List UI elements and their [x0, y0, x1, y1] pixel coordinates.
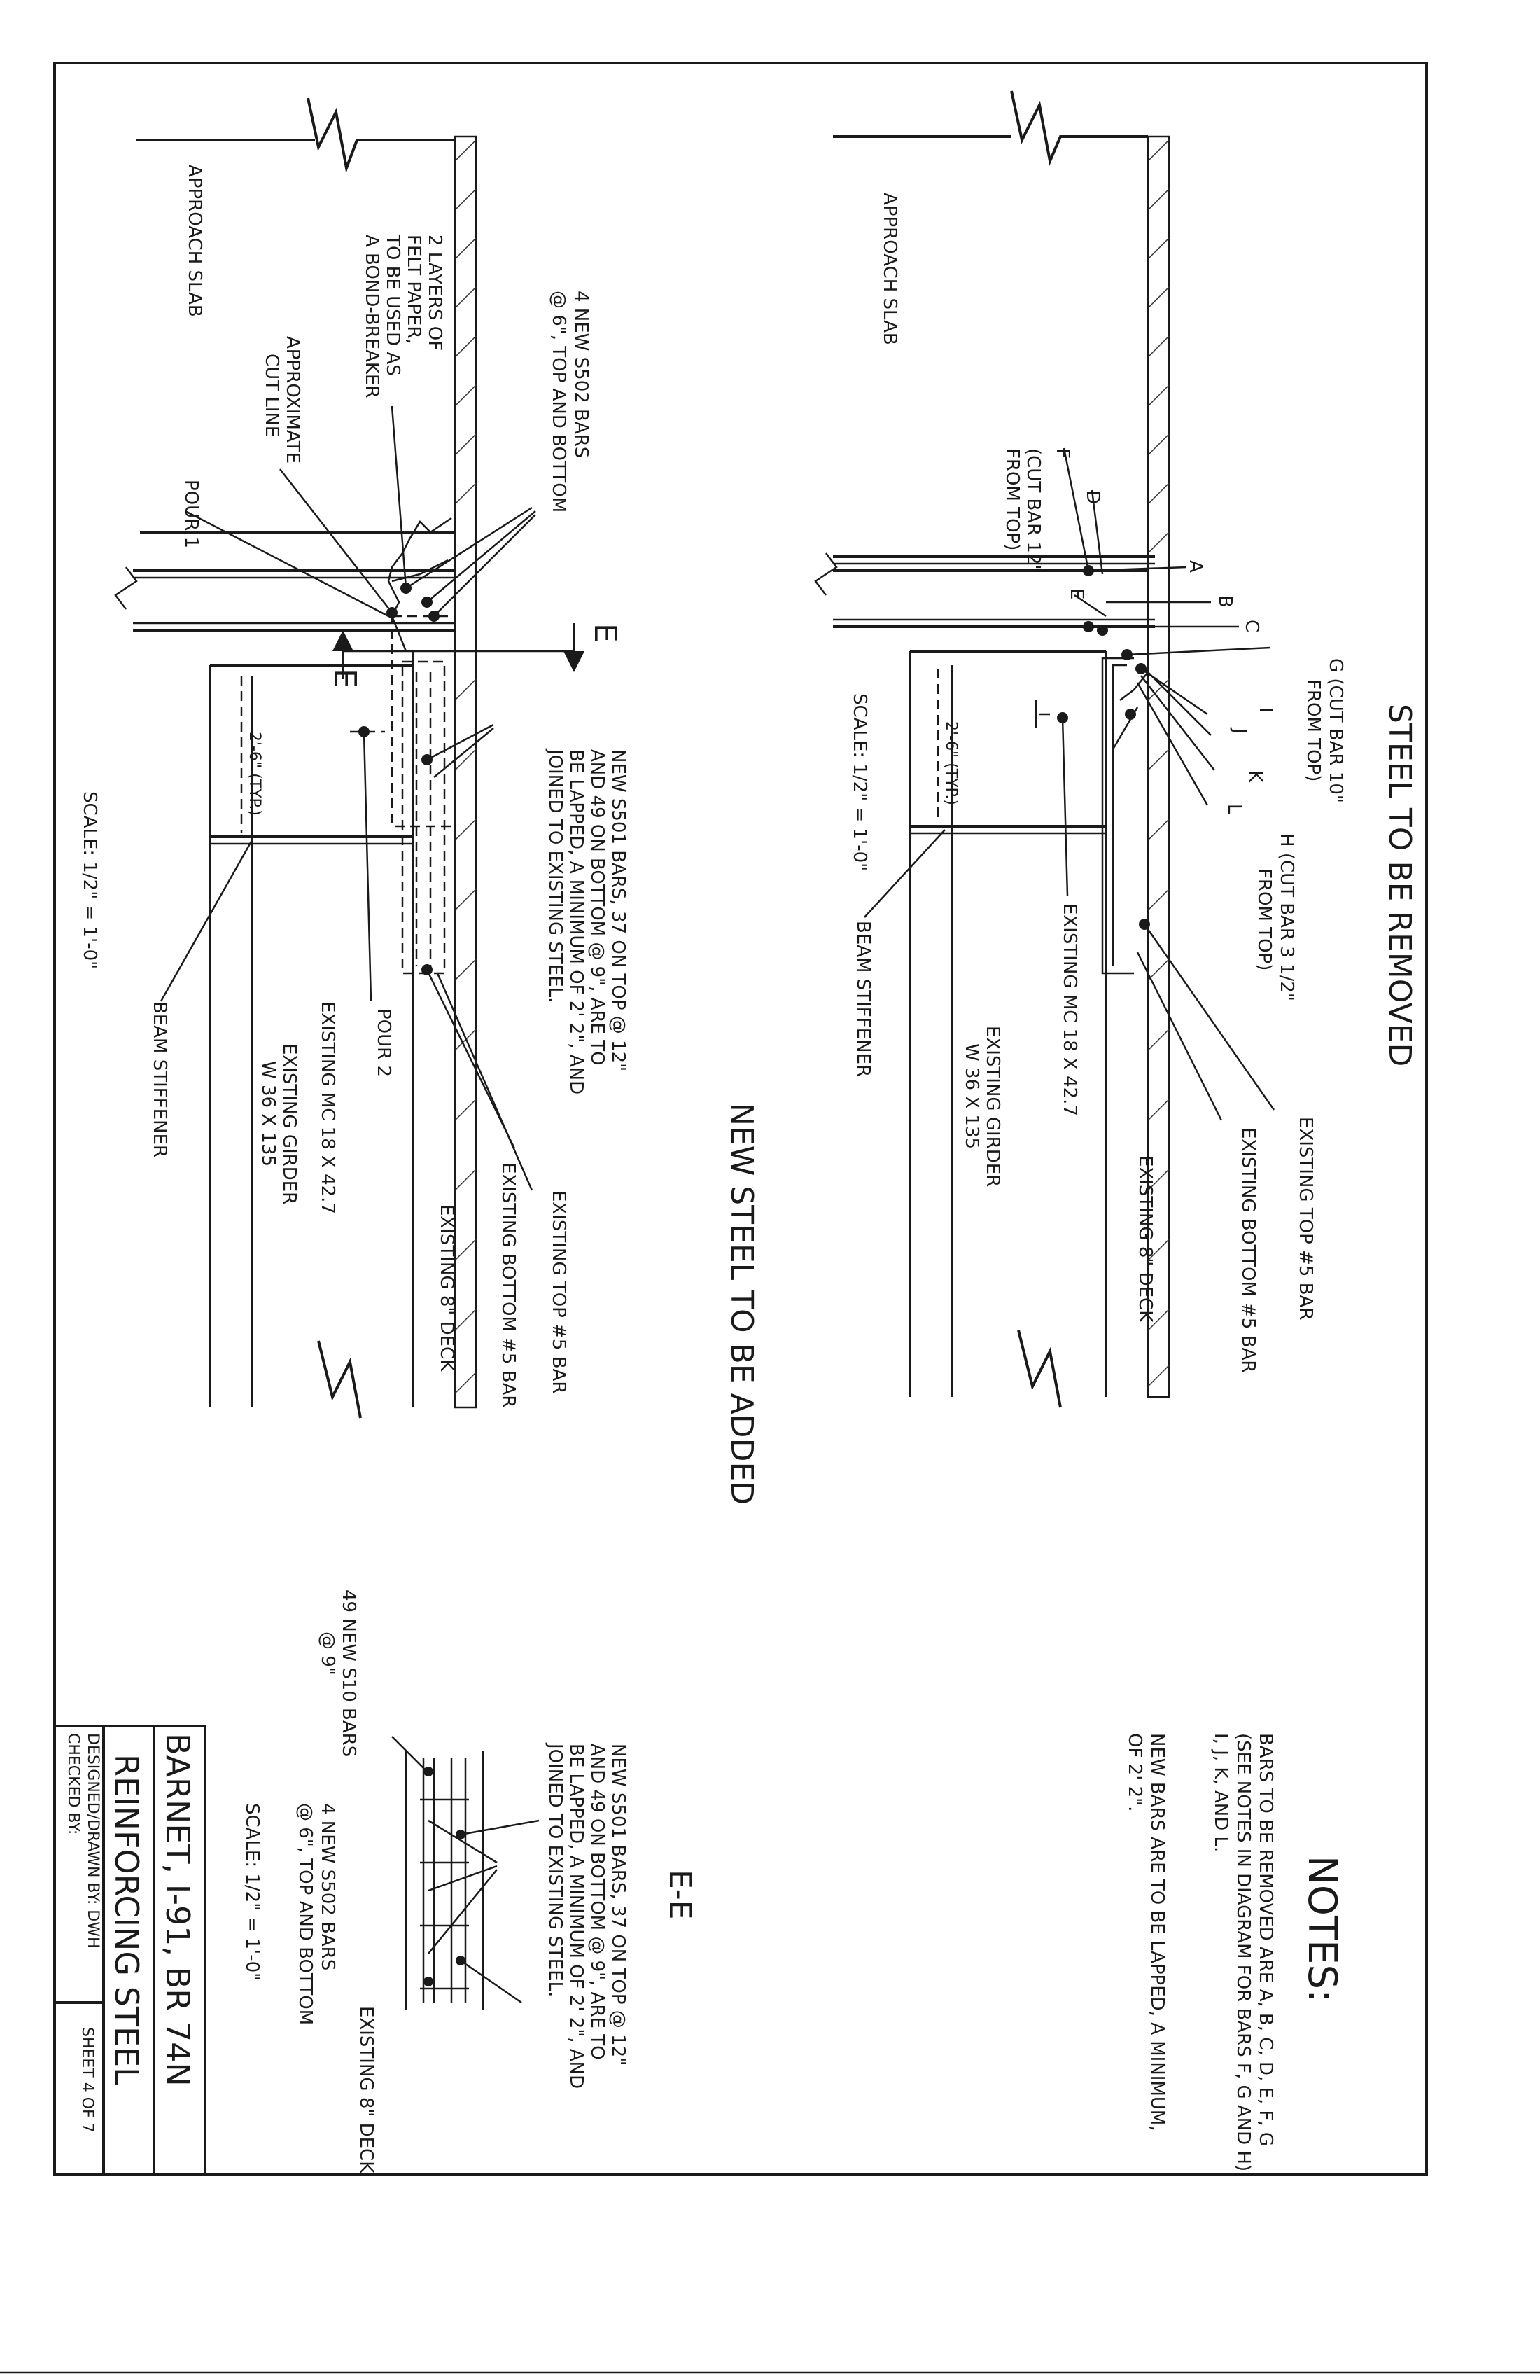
bot-cut-line-2: CUT LINE [261, 354, 282, 437]
title-block [53, 1725, 206, 2176]
bot-existing-mc: EXISTING MC 18 X 42.7 [317, 1001, 338, 1214]
bot-section-mark-top: E [587, 623, 623, 643]
top-approach-slab: APPROACH SLAB [879, 193, 900, 345]
ee-s501-4: JOINED TO EXISTING STEEL. [545, 1742, 566, 1997]
top-bar-d: D [1082, 490, 1103, 504]
bot-s502-2: @ 6", TOP AND BOTTOM [548, 291, 569, 513]
top-bar-l: L [1224, 804, 1245, 814]
ee-s501-3: BE LAPPED, A MINIMUM OF 2' 2", AND [566, 1744, 587, 2089]
bot-s501-2: AND 49 ON BOTTOM @ 9", ARE TO [587, 749, 608, 1066]
bot-existing-girder-1: EXISTING GIRDER [279, 1043, 300, 1204]
bot-existing-top-bar: EXISTING TOP #5 BAR [548, 1190, 569, 1393]
note-line-4: NEW BARS ARE TO BE LAPPED, A MINIMUM, [1147, 1733, 1168, 2131]
ee-s510-1: 49 NEW S10 BARS [338, 1589, 359, 1757]
bot-section-mark-bottom: E [327, 669, 363, 688]
top-bar-a: A [1185, 560, 1206, 573]
bot-s501-3: BE LAPPED, A MINIMUM OF 2' 2", AND [566, 749, 587, 1094]
top-bar-f-2: (CUT BAR 12" [1023, 448, 1044, 573]
top-bar-i: I [1255, 707, 1276, 713]
ee-s501-2: AND 49 ON BOTTOM @ 9", ARE TO [587, 1744, 608, 2060]
bot-existing-girder-2: W 36 X 135 [258, 1061, 279, 1167]
top-existing-girder-1: EXISTING GIRDER [982, 1026, 1003, 1187]
top-bar-f-1: F [1052, 448, 1073, 459]
ee-existing-deck: EXISTING 8" DECK [356, 2006, 377, 2173]
ee-s502-2: @ 6", TOP AND BOTTOM [295, 1803, 316, 2025]
bot-felt-2: FELT PAPER, [403, 235, 424, 345]
title-designed-by: DESIGNED/DRAWN BY: DWH [84, 1733, 102, 1948]
top-bar-h-1: H (CUT BAR 3 1/2" [1276, 833, 1297, 1001]
top-bar-g-1: G (CUT BAR 10" [1325, 658, 1346, 803]
top-beam-stiffener: BEAM STIFFENER [853, 921, 874, 1077]
ee-s510-2: @ 9" [317, 1631, 338, 1676]
top-bar-k: K [1245, 770, 1266, 783]
bot-beam-stiffener: BEAM STIFFENER [149, 1001, 170, 1157]
bottom-detail [114, 97, 584, 1419]
bot-s501-4: JOINED TO EXISTING STEEL. [545, 748, 566, 1003]
sheet-border [53, 62, 1428, 2176]
deck-hatch [1147, 139, 1170, 1387]
section-ee [391, 1736, 540, 2010]
top-bar-c: C [1241, 620, 1262, 632]
top-existing-girder-2: W 36 X 135 [961, 1043, 982, 1149]
title-drawing: REINFORCING STEEL [108, 1754, 146, 2085]
top-bar-e: E [1066, 588, 1087, 599]
title-sheet-number: SHEET 4 OF 7 [78, 2027, 96, 2133]
ee-scale: SCALE: 1/2" = 1'-0" [241, 1803, 262, 1981]
bot-scale: SCALE: 1/2" = 1'-0" [79, 791, 100, 969]
bot-felt-4: A BOND-BREAKER [361, 235, 382, 398]
bot-dim: 2'-6" (TYP.) [246, 732, 263, 816]
top-existing-top-bar: EXISTING TOP #5 BAR [1295, 1117, 1316, 1320]
bot-existing-bottom-bar: EXISTING BOTTOM #5 BAR [498, 1162, 519, 1407]
top-dim: 2'-6" (TYP.) [942, 721, 960, 805]
ee-s501-1: NEW S501 BARS, 37 ON TOP @ 12" [608, 1744, 629, 2066]
bot-pour-1: POUR 1 [181, 480, 202, 548]
top-bar-h-2: FROM TOP) [1254, 868, 1275, 970]
heading-steel-removed: STEEL TO BE REMOVED [1382, 704, 1418, 1066]
top-existing-mc: EXISTING MC 18 X 42.7 [1059, 903, 1080, 1116]
bot-felt-1: 2 LAYERS OF [424, 235, 445, 351]
note-line-1: BARS TO BE REMOVED ARE A, B, C, D, E, F,… [1255, 1733, 1276, 2146]
heading-steel-added: NEW STEEL TO BE ADDED [724, 1103, 760, 1505]
top-scale: SCALE: 1/2" = 1'-0" [849, 693, 870, 871]
bot-existing-deck: EXISTING 8" DECK [436, 1204, 457, 1372]
note-line-2: (SEE NOTES IN DIAGRAM FOR BARS F, G AND … [1233, 1733, 1254, 2177]
top-existing-bottom-bar: EXISTING BOTTOM #5 BAR [1238, 1127, 1259, 1372]
bot-s502-1: 4 NEW S502 BARS [570, 291, 592, 458]
top-existing-deck: EXISTING 8" DECK [1135, 1155, 1156, 1323]
bot-felt-3: TO BE USED AS [382, 234, 403, 376]
deck-hatch-2 [454, 139, 477, 1394]
top-bar-f-3: FROM TOP) [1002, 448, 1023, 550]
top-detail [814, 90, 1275, 1408]
note-line-5: OF 2' 2". [1124, 1733, 1145, 1811]
heading-notes: NOTES: [1299, 1856, 1345, 2003]
bot-pour-2: POUR 2 [373, 1008, 394, 1077]
bot-approach-slab: APPROACH SLAB [184, 165, 205, 317]
top-bar-b: B [1214, 595, 1236, 608]
title-checked-by: CHECKED BY: [64, 1733, 82, 1835]
title-project: BARNET, I-91, BR 74N [159, 1733, 197, 2087]
note-line-3: I, J, K, AND L. [1210, 1733, 1231, 1852]
top-bar-g-2: FROM TOP) [1303, 679, 1324, 781]
ee-s502-1: 4 NEW S502 BARS [317, 1803, 338, 1970]
bot-cut-line-1: APPROXIMATE [282, 336, 303, 464]
top-bar-j: J [1229, 727, 1250, 734]
heading-section-ee: E-E [662, 1870, 698, 1919]
bot-s501-1: NEW S501 BARS, 37 ON TOP @ 12" [608, 749, 629, 1071]
